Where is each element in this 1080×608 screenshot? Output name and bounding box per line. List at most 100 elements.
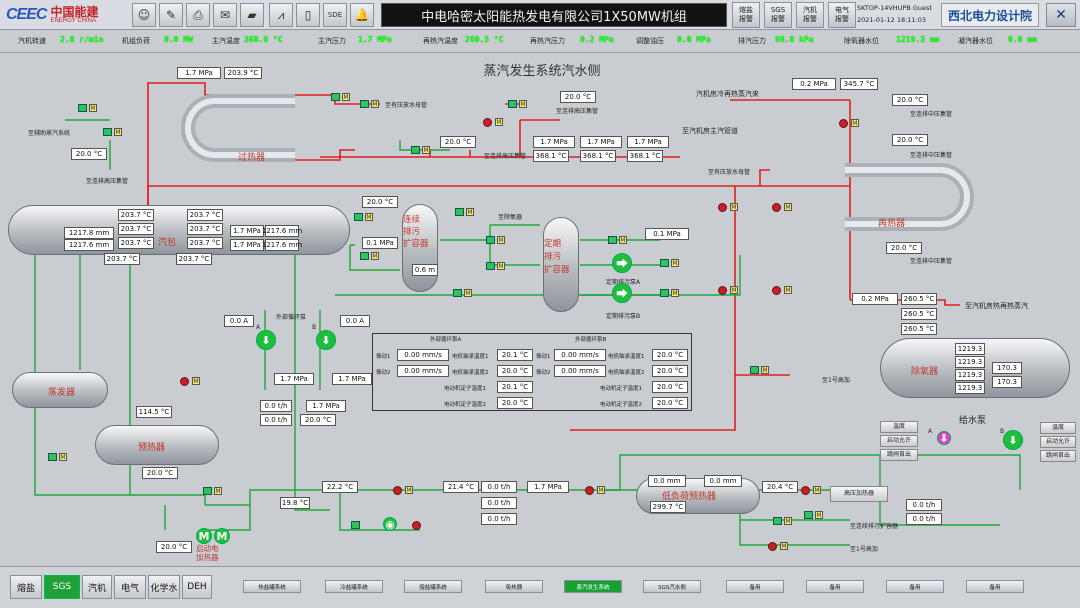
feed-pump-label: 给水泵	[959, 416, 987, 426]
valve[interactable]	[411, 146, 420, 154]
left-temp-button[interactable]: 温度	[880, 421, 918, 433]
valve[interactable]	[508, 100, 517, 108]
nav-chemical-water[interactable]: 化学水	[148, 575, 180, 599]
steam-valve[interactable]	[839, 119, 848, 128]
right-start-permit-button[interactable]: 启动允许	[1040, 436, 1076, 448]
valve[interactable]	[354, 213, 363, 221]
valve[interactable]	[331, 93, 340, 101]
drum-bottom-temp: 203.7 °C	[176, 253, 212, 265]
valve[interactable]	[360, 100, 369, 108]
superheater-label: 过热器	[238, 153, 266, 163]
steam-valve[interactable]	[718, 286, 727, 295]
valve[interactable]	[750, 366, 759, 374]
drum-label: 汽包	[158, 238, 177, 248]
subnav-receiver[interactable]: 吸热器	[485, 580, 543, 593]
param-value: 2.8 r/min	[60, 35, 104, 44]
steam-valve[interactable]	[718, 203, 727, 212]
startup-heater-motor-1[interactable]: M	[196, 528, 212, 544]
feed-pump-b[interactable]: ⬇	[1003, 430, 1023, 450]
left-start-permit-button[interactable]: 启动允许	[880, 435, 918, 447]
periodic-pump-b[interactable]: ⮕	[612, 283, 632, 303]
subnav-spare[interactable]: 备用	[806, 580, 864, 593]
turbine-alarm-button[interactable]: 汽机 报警	[796, 2, 824, 28]
param-label: 再热汽温度	[423, 37, 458, 45]
close-icon[interactable]: ✕	[1046, 3, 1076, 27]
sgs-alarm-button[interactable]: SGS 报警	[764, 2, 792, 28]
left-trip-first-button[interactable]: 跳闸首出	[880, 449, 918, 461]
periodic-pump-a[interactable]: ⮕	[612, 253, 632, 273]
valve[interactable]	[103, 128, 112, 136]
valve[interactable]	[48, 453, 57, 461]
red-valve[interactable]	[585, 486, 594, 495]
valve[interactable]	[360, 252, 369, 260]
nav-sgs[interactable]: SGS	[44, 575, 80, 599]
valve[interactable]	[773, 517, 782, 525]
subnav-salt-tank[interactable]: 熔盐罐系统	[404, 580, 462, 593]
subnav-hot-salt-tank[interactable]: 热盐罐系统	[243, 580, 301, 593]
drum-temp: 203.7 °C	[118, 209, 154, 221]
subnav-steam-generation[interactable]: 蒸汽发生系统	[564, 580, 622, 593]
steam-valve[interactable]	[772, 203, 781, 212]
red-valve[interactable]	[412, 521, 421, 530]
valve[interactable]	[78, 104, 87, 112]
valve[interactable]	[351, 521, 360, 529]
piping-diagram	[34, 82, 1021, 546]
preheater[interactable]	[95, 425, 219, 465]
stamp-icon[interactable]: ✉	[213, 3, 237, 27]
chart-icon[interactable]: ⩘	[269, 3, 293, 27]
red-valve[interactable]	[393, 486, 402, 495]
recirc-pump[interactable]: ◉	[383, 517, 397, 531]
subnav-cold-salt-tank[interactable]: 冷盐罐系统	[325, 580, 383, 593]
nav-deh[interactable]: DEH	[182, 575, 212, 599]
motor-box: M	[466, 208, 474, 216]
hp-heater-temp: 20.4 °C	[762, 481, 798, 493]
steam-valve[interactable]	[772, 286, 781, 295]
label-to-mp-header-2: 至连排中压集管	[910, 152, 953, 159]
right-trip-first-button[interactable]: 跳闸首出	[1040, 450, 1076, 462]
electrical-alarm-button[interactable]: 电气 报警	[828, 2, 856, 28]
valve[interactable]	[486, 236, 495, 244]
reheater-coil[interactable]	[840, 160, 975, 235]
ext-circ-pump-b[interactable]: ⬇	[316, 330, 336, 350]
superheater-coil[interactable]	[180, 93, 310, 163]
molten-salt-alarm-button[interactable]: 熔盐 报警	[732, 2, 760, 28]
valve[interactable]	[660, 259, 669, 267]
subnav-spare[interactable]: 备用	[966, 580, 1024, 593]
valve[interactable]	[203, 487, 212, 495]
alarm-bell-icon[interactable]: 🔔	[350, 3, 374, 27]
valve[interactable]	[608, 236, 617, 244]
subnav-sgs-water-steam[interactable]: SGS汽水侧	[643, 580, 701, 593]
valve[interactable]	[455, 208, 464, 216]
valve[interactable]	[486, 262, 495, 270]
continuous-blowdown-tank[interactable]	[402, 204, 438, 292]
valve[interactable]	[660, 289, 669, 297]
subnav-spare[interactable]: 备用	[886, 580, 944, 593]
tablet-icon[interactable]: ▯	[296, 3, 320, 27]
red-valve[interactable]	[801, 486, 810, 495]
ext-circ-pump-a[interactable]: ⬇	[256, 330, 276, 350]
steam-valve[interactable]	[483, 118, 492, 127]
sde-icon[interactable]: SDE	[323, 3, 347, 27]
vib-label: 振动1	[376, 354, 391, 360]
valve[interactable]	[804, 511, 813, 519]
feed-pump-a[interactable]: ⬇	[937, 431, 951, 445]
nav-electrical[interactable]: 电气	[114, 575, 146, 599]
right-temp-button[interactable]: 温度	[1040, 422, 1076, 434]
motor-box: M	[497, 236, 505, 244]
printer-icon[interactable]: ⎙	[186, 3, 210, 27]
red-valve[interactable]	[180, 377, 189, 386]
nav-turbine[interactable]: 汽机	[82, 575, 112, 599]
periodic-blowdown-tank[interactable]	[543, 217, 579, 312]
battery-icon[interactable]: ▰	[240, 3, 264, 27]
subnav-spare[interactable]: 备用	[726, 580, 784, 593]
valve[interactable]	[453, 289, 462, 297]
nav-molten-salt[interactable]: 熔盐	[10, 575, 42, 599]
startup-heater-motor-2[interactable]: M	[214, 528, 230, 544]
hp-heater-label[interactable]: 高压加热器	[830, 486, 888, 502]
pen-icon[interactable]: ✎	[159, 3, 183, 27]
deaerator-level: 1219.3	[955, 343, 985, 355]
red-valve[interactable]	[768, 542, 777, 551]
users-icon[interactable]: ☺	[132, 3, 156, 27]
motor-box: M	[495, 118, 503, 126]
evaporator[interactable]	[12, 372, 108, 408]
